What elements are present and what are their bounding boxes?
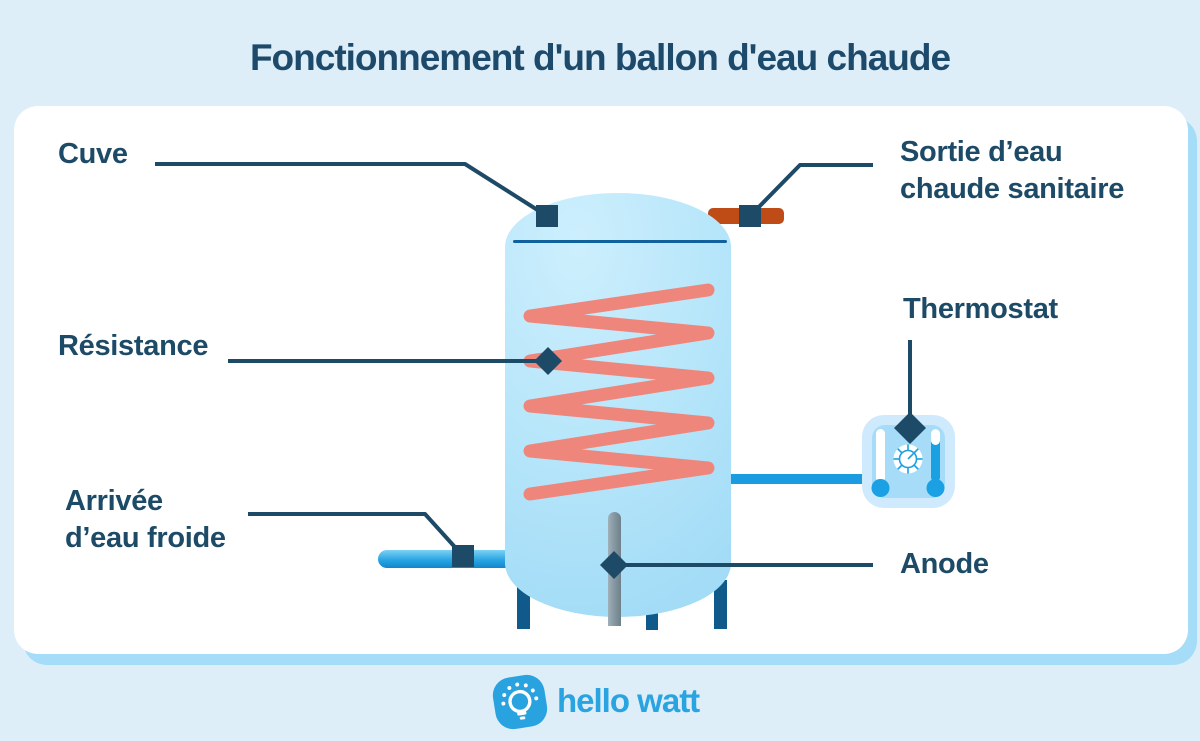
label-anode: Anode [900,548,989,580]
tank-weld-line [513,240,727,243]
label-arrivee-eau-froide: Arrivée d’eau froide [65,483,226,557]
label-sortie-eau-chaude: Sortie d’eau chaude sanitaire [900,134,1150,208]
thermostat-pipe [731,474,863,484]
heating-coil [523,283,715,501]
cuve-marker [536,205,558,227]
thermometer-icon [871,429,890,497]
anode-marker [600,551,628,579]
label-cuve: Cuve [58,138,128,170]
sortie-marker [739,205,761,227]
tank-leg-right [714,580,727,629]
diagram-annotations [155,162,926,579]
thermostat-dial-icon [871,425,945,498]
dial-icon [893,444,923,474]
thermometer-icon [926,429,945,497]
brand-text: hello watt [557,682,700,719]
resistance-marker [534,347,562,375]
lightbulb-icon [501,682,539,720]
arrivee-leader-line [248,512,465,558]
cold-water-inlet-pipe [378,550,514,568]
arrivee-marker [452,545,474,567]
cuve-leader-line [155,162,549,218]
label-line: chaude sanitaire [900,173,1125,205]
sortie-leader-line [748,163,873,218]
hello-watt-logo [490,672,550,732]
label-line: Arrivée [65,485,163,517]
page-title: Fonctionnement d'un ballon d'eau chaude [249,37,951,78]
label-thermostat: Thermostat [903,293,1058,325]
diagram-card: Cuve Sortie d’eau chaude sanitaire Résis… [14,106,1188,654]
thermostat-marker [894,412,926,444]
label-line: Sortie d’eau [900,136,1063,168]
label-resistance: Résistance [58,330,209,362]
label-line: d’eau froide [65,522,226,554]
